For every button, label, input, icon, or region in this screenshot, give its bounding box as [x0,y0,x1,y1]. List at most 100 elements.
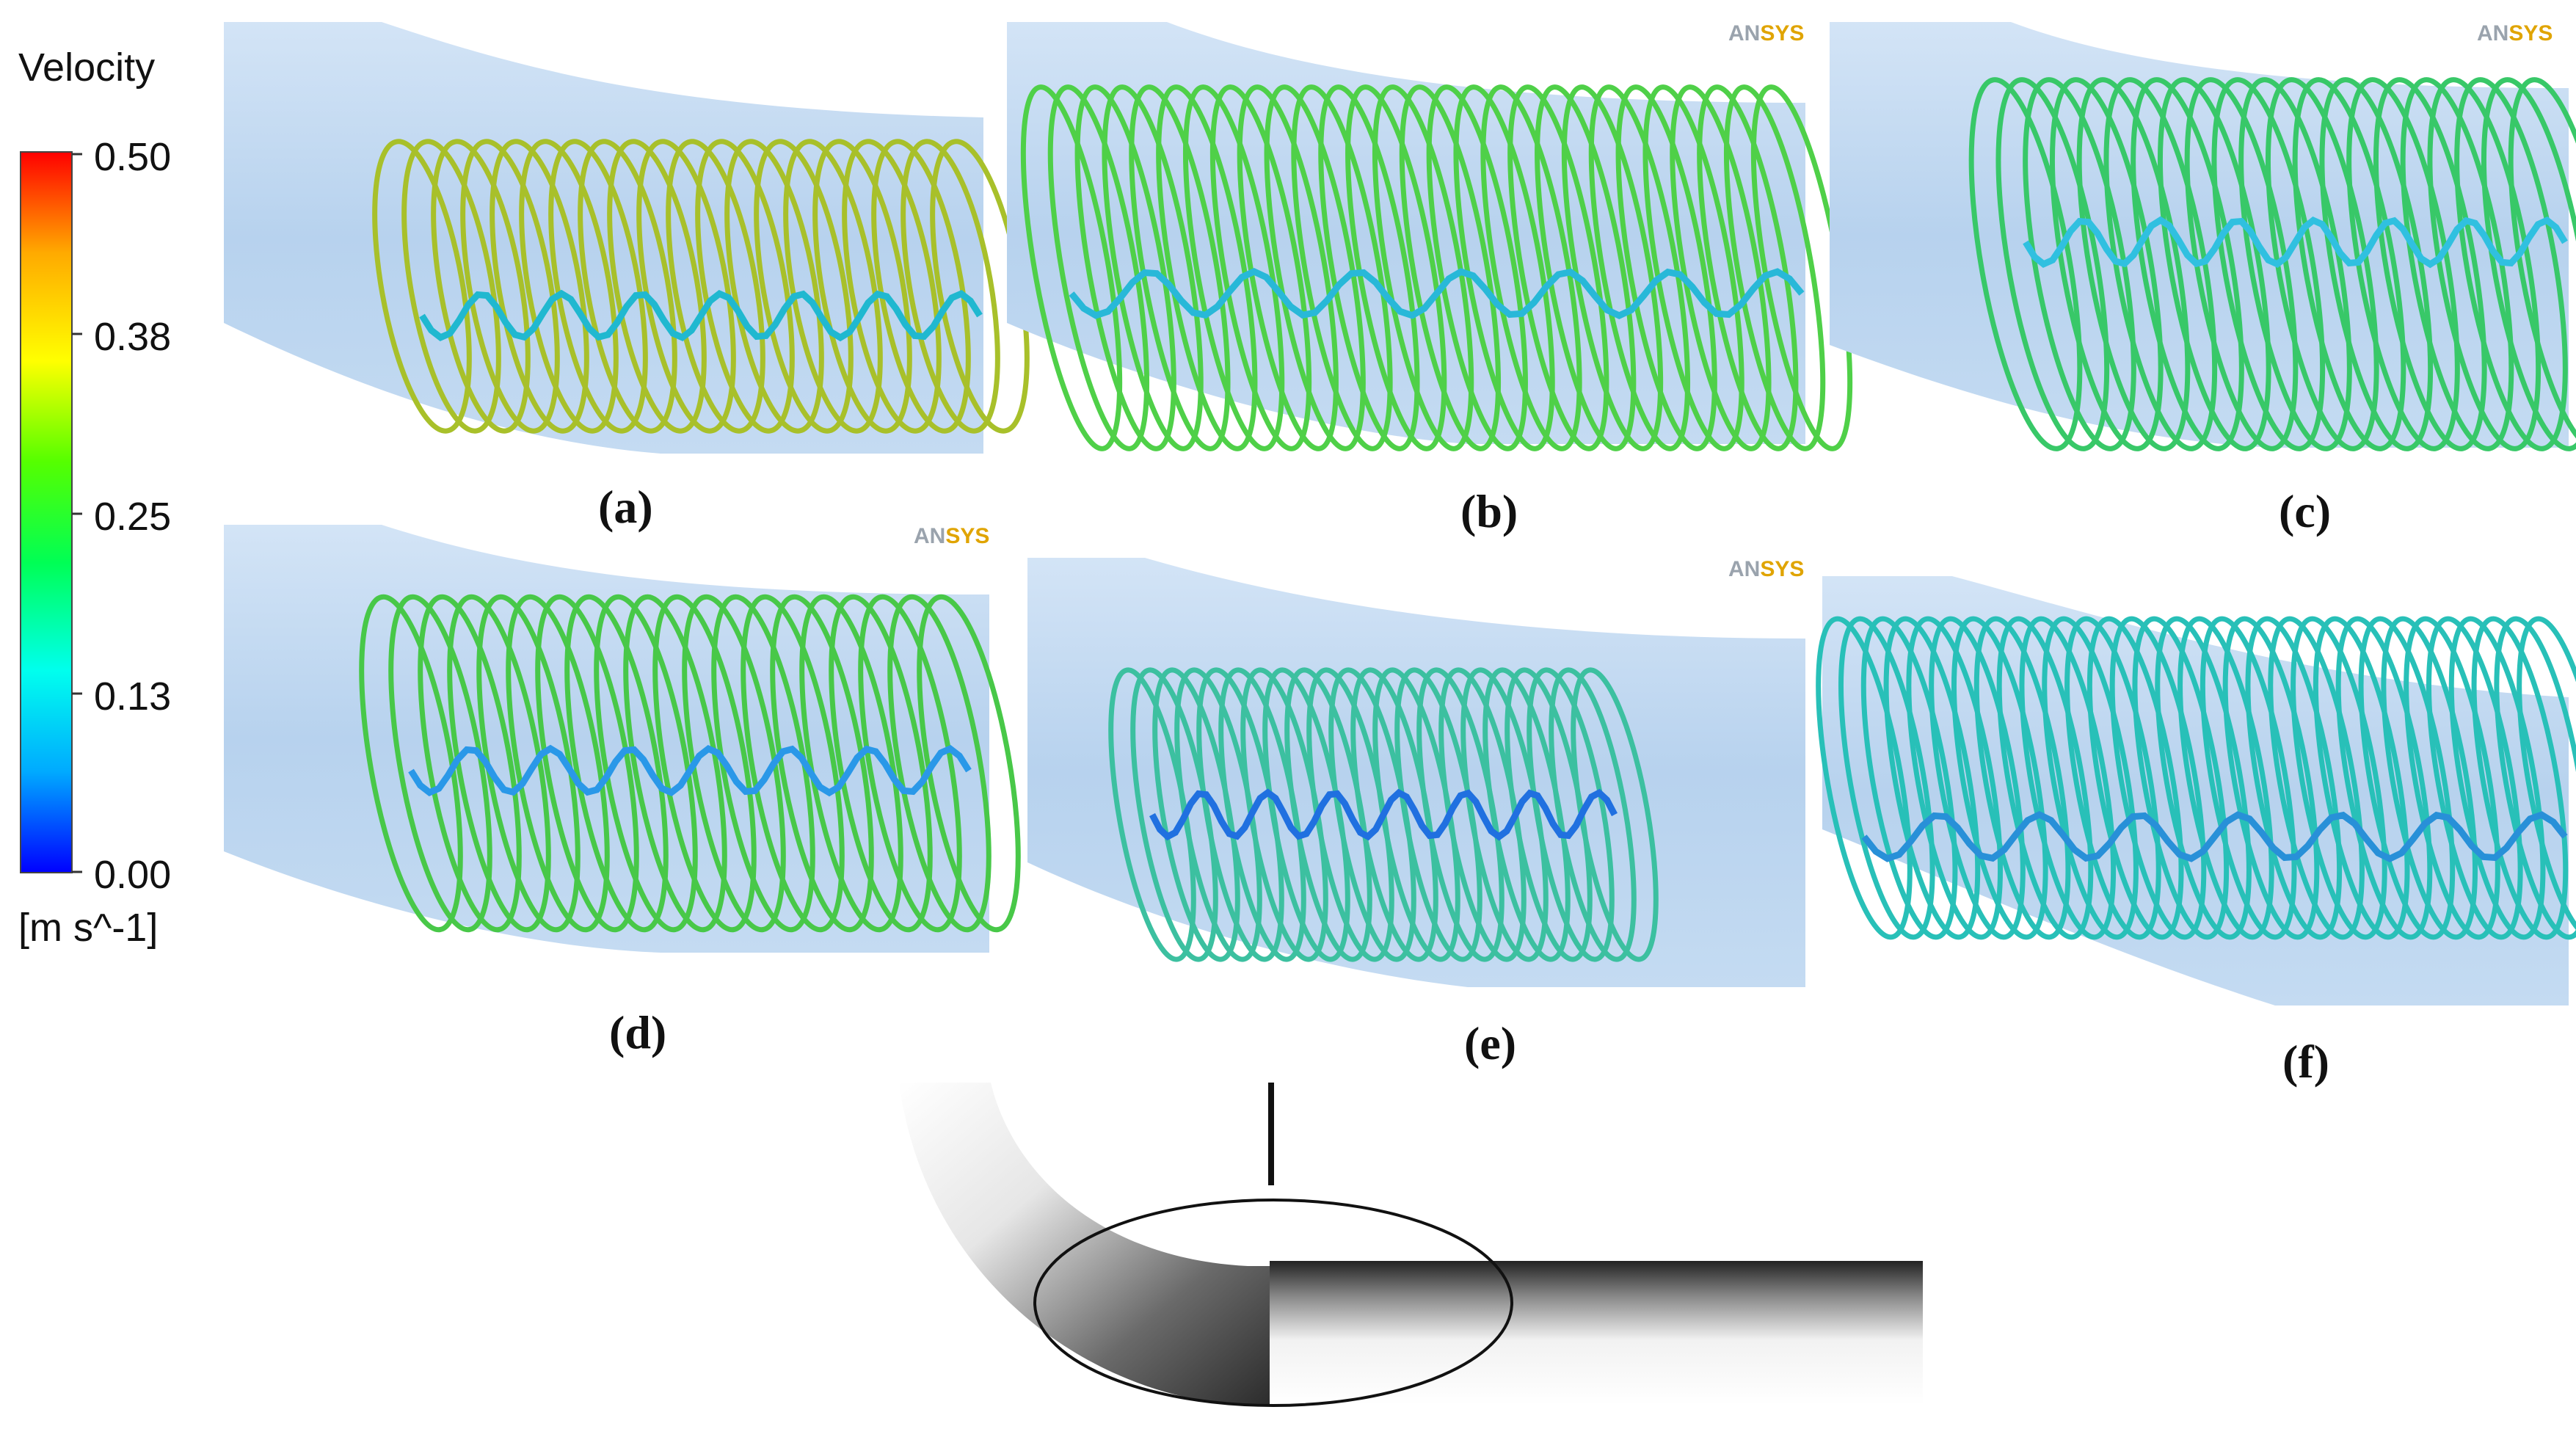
core-streamline [1861,811,2568,862]
streamline-ring [1507,84,1609,451]
streamline-ring [2292,77,2406,451]
streamline-ring [2426,616,2523,940]
streamline-ring [2404,616,2500,940]
streamline-ring [2222,616,2320,940]
legend-title: Velocity [18,46,155,90]
streamline-ring [578,139,677,434]
streamline-ring [1951,616,2048,940]
streamline-ring [1020,84,1123,451]
streamline-ring [2448,616,2546,940]
panel-e: ANSYS [1027,557,1805,987]
streamline-ring [2155,616,2252,940]
streamline-ring [812,139,912,434]
panel-label-e: (e) [1464,1017,1516,1069]
streamline-ring [401,139,501,434]
core-streamline [1149,788,1618,841]
streamline-ring [1549,667,1637,962]
streamlines [1020,84,1853,451]
streamlines [1108,667,1659,962]
ansys-watermark: ANSYS [914,524,989,548]
streamline-ring [460,139,560,434]
streamline-ring [2335,616,2433,940]
streamline-ring [829,594,933,933]
streamline-ring [2086,616,2184,940]
streamline-ring [2454,77,2568,451]
streamline-ring [564,594,669,933]
colorbar-ticks [72,153,82,873]
streamline-ring [1816,616,1913,940]
streamline-ring [1318,84,1420,451]
streamline-ring [1291,84,1393,451]
streamline-ring [2103,77,2218,451]
streamline-ring [2109,616,2207,940]
streamline-ring [1102,84,1204,451]
streamline-ring [724,139,824,434]
streamline-ring [2471,616,2569,940]
core-streamline [2023,216,2568,269]
streamline-ring [2268,616,2365,940]
streamline-ring [1968,77,2083,451]
streamlines [1816,616,2576,940]
core-streamline [419,289,983,342]
streamline-ring [2508,77,2576,451]
watermark-text: ANSYS [1728,21,1804,46]
streamline-ring [2076,77,2191,451]
streamline-ring [682,594,786,933]
streamline-ring [741,594,845,933]
streamline-ring [2313,616,2410,940]
streamline-ring [1996,616,2094,940]
straight-tube [1270,1261,1923,1405]
streamline-ring [887,594,992,933]
panel-a [224,22,1030,454]
panel-d: ANSYS [224,524,1021,953]
streamline-ring [2177,616,2274,940]
streamline-ring [1264,84,1366,451]
ansys-watermark: ANSYS [2477,21,2553,46]
streamline-ring [623,594,727,933]
streamline-ring [1697,84,1799,451]
streamline-ring [2132,616,2230,940]
streamline-ring [2427,77,2542,451]
streamline-ring [1399,84,1502,451]
streamline-ring [2064,616,2161,940]
streamline-ring [2358,616,2456,940]
watermark-text: ANSYS [914,524,989,548]
streamline-ring [1372,84,1474,451]
panel-c: ANSYS [1830,21,2576,451]
streamline-ring [1047,84,1150,451]
streamline-ring [1209,84,1312,451]
panel-label-b: (b) [1460,485,1518,537]
legend-unit: [m s^-1] [18,906,158,950]
pipe-section [1027,558,1805,987]
streamlines [359,594,1021,933]
panel-label-c: (c) [2279,485,2331,537]
streamline-ring [1838,616,1935,940]
streamline-ring [2042,616,2139,940]
streamline-ring [2494,616,2576,940]
streamline-ring [2157,77,2271,451]
streamline-ring [1480,84,1582,451]
streamline-ring [695,139,795,434]
streamline-ring [594,594,698,933]
ansys-watermark: ANSYS [1728,21,1804,46]
streamline-ring [1156,84,1258,451]
streamline-ring [519,139,619,434]
tick-label-max: 0.50 [94,135,171,179]
streamline-ring [2517,616,2576,940]
streamline-ring [1642,84,1744,451]
streamline-ring [2481,77,2576,451]
streamline-ring [418,594,522,933]
panel-label-a: (a) [598,481,653,533]
streamline-ring [2373,77,2487,451]
streamline-ring [1883,616,1981,940]
panel-f [1816,576,2576,1005]
streamline-ring [1182,84,1285,451]
streamline-ring [783,139,883,434]
streamline-ring [2245,616,2343,940]
streamline-ring [1588,84,1691,451]
streamline-ring [359,594,463,933]
streamline-ring [652,594,757,933]
streamline-ring [666,139,765,434]
streamline-ring [858,594,962,933]
watermark-text: ANSYS [1728,557,1804,581]
